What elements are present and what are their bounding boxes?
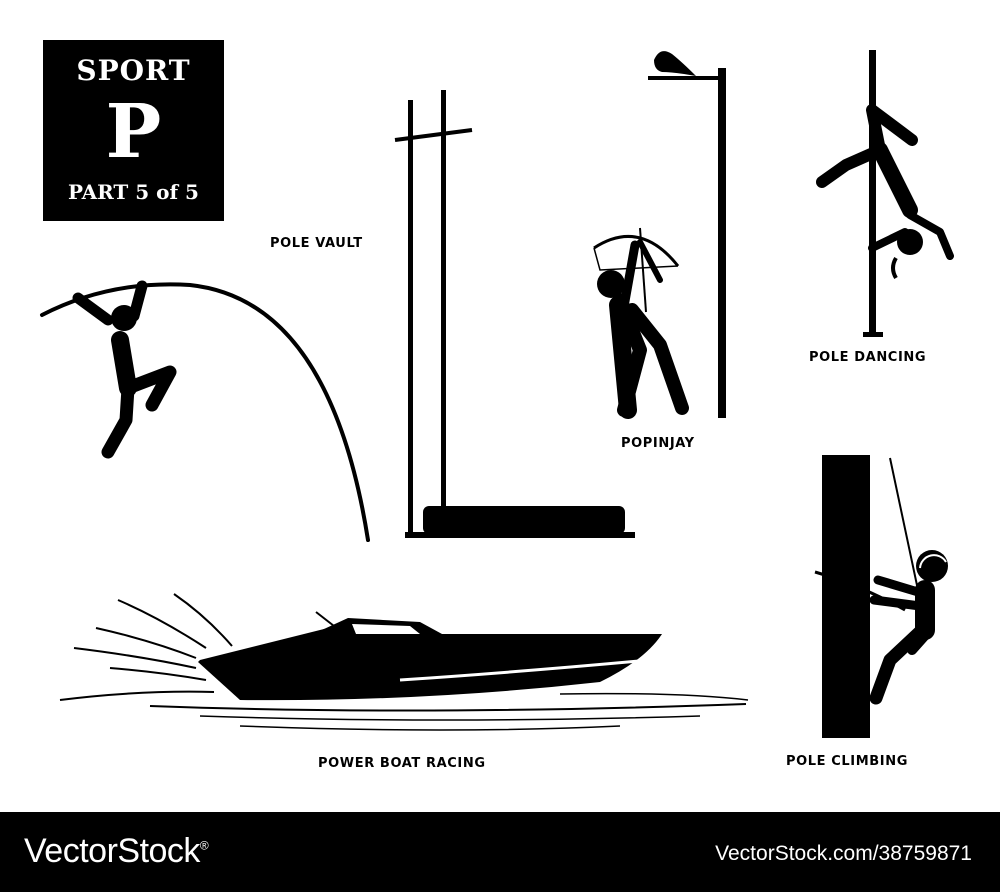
label-pole-vault: POLE VAULT — [270, 236, 363, 251]
label-pole-dancing: POLE DANCING — [809, 350, 927, 365]
label-power-boat-racing: POWER BOAT RACING — [318, 756, 486, 771]
image-reference: VectorStock.com/38759871 — [715, 842, 972, 865]
label-popinjay: POPINJAY — [621, 436, 695, 451]
title-letter: P — [105, 89, 162, 175]
label-pole-climbing: POLE CLIMBING — [786, 754, 908, 769]
pole-vault-pictogram — [40, 90, 635, 542]
bird-icon — [654, 51, 696, 76]
pictograms — [40, 50, 954, 738]
sport-title-block: SPORT P PART 5 of 5 — [43, 40, 224, 221]
illustration-stage: SPORT P PART 5 of 5 — [40, 40, 954, 771]
pole-dancing-pictogram — [816, 50, 954, 337]
vectorstock-logo: VectorStock® — [24, 832, 209, 871]
pole-climbing-pictogram — [814, 455, 948, 738]
title-sport: SPORT — [76, 54, 191, 87]
popinjay-pictogram — [593, 51, 726, 419]
title-part: PART 5 of 5 — [68, 180, 199, 204]
registered-mark: ® — [199, 838, 209, 853]
power-boat-racing-pictogram — [59, 593, 749, 731]
watermark-footer: VectorStock® VectorStock.com/38759871 — [0, 812, 1000, 892]
brand-name: VectorStock — [24, 832, 200, 870]
